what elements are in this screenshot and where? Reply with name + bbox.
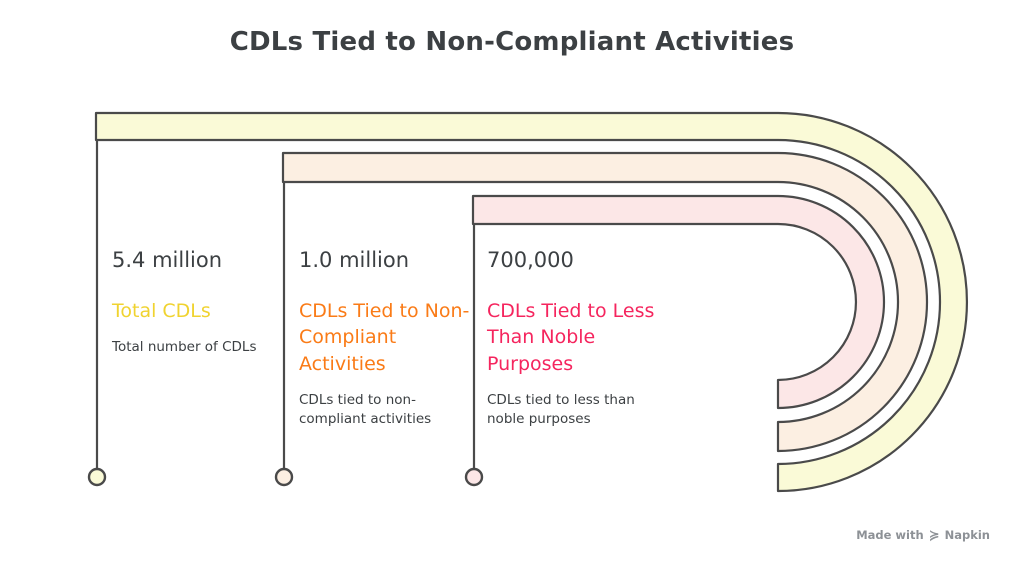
column-label: CDLs Tied to Less Than Noble Purposes <box>487 300 655 375</box>
napkin-watermark: Made with ≽ Napkin <box>856 528 990 542</box>
endpoint-circle-noble <box>464 467 484 487</box>
band-total-cdls <box>94 111 969 493</box>
column-noncompliant: 1.0 million CDLs Tied to Non-Compliant A… <box>299 248 471 429</box>
band-noncompliant <box>281 151 929 453</box>
column-label: Total CDLs <box>112 300 211 323</box>
endpoint-circle-noncompliant <box>274 467 294 487</box>
column-value: 1.0 million <box>299 248 410 272</box>
column-label: CDLs Tied to Non-Compliant Activities <box>299 300 470 375</box>
column-description: CDLs tied to less than noble purposes <box>487 391 635 427</box>
napkin-logo-icon: ≽ <box>928 527 940 543</box>
page-title: CDLs Tied to Non-Compliant Activities <box>229 27 795 57</box>
watermark-prefix: Made with <box>856 528 924 542</box>
column-description: Total number of CDLs <box>112 339 257 356</box>
column-total-cdls: 5.4 million Total CDLs Total number of C… <box>112 248 284 358</box>
watermark-brand: Napkin <box>944 528 990 542</box>
column-description: CDLs tied to non-compliant activities <box>299 391 432 427</box>
column-value: 700,000 <box>487 248 574 272</box>
endpoint-circle-total <box>87 467 107 487</box>
band-noble-purposes <box>471 194 886 410</box>
column-noble-purposes: 700,000 CDLs Tied to Less Than Noble Pur… <box>487 248 659 429</box>
column-value: 5.4 million <box>112 248 223 272</box>
